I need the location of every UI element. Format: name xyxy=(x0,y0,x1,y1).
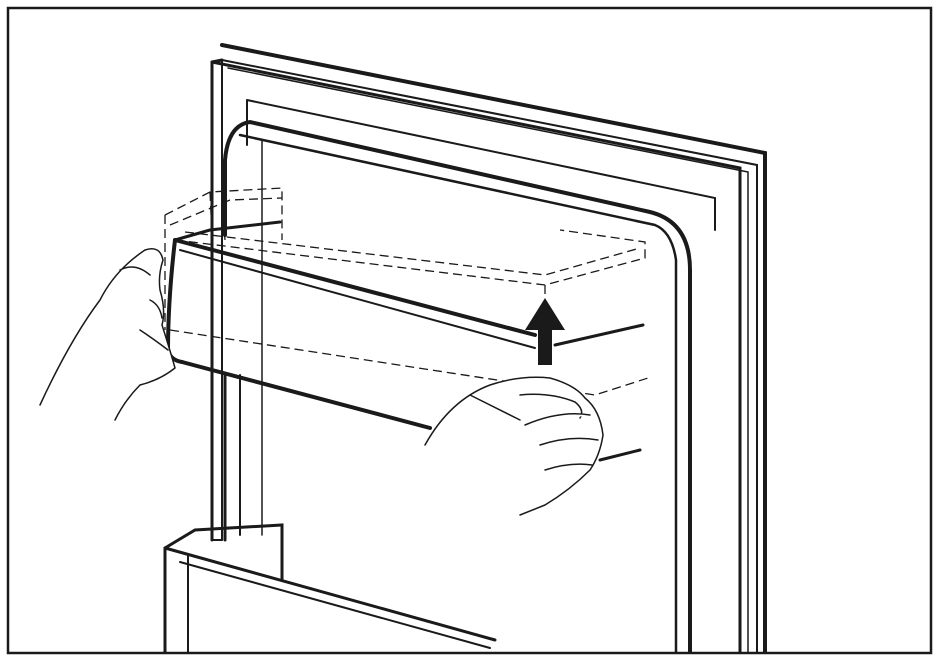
bin-raised-outline xyxy=(164,187,649,396)
door-liner xyxy=(223,119,692,654)
door-frame xyxy=(210,43,767,654)
lower-bin xyxy=(163,523,497,654)
left-hand xyxy=(39,248,176,421)
right-hand xyxy=(424,376,604,516)
arrow-up-icon xyxy=(525,298,565,365)
